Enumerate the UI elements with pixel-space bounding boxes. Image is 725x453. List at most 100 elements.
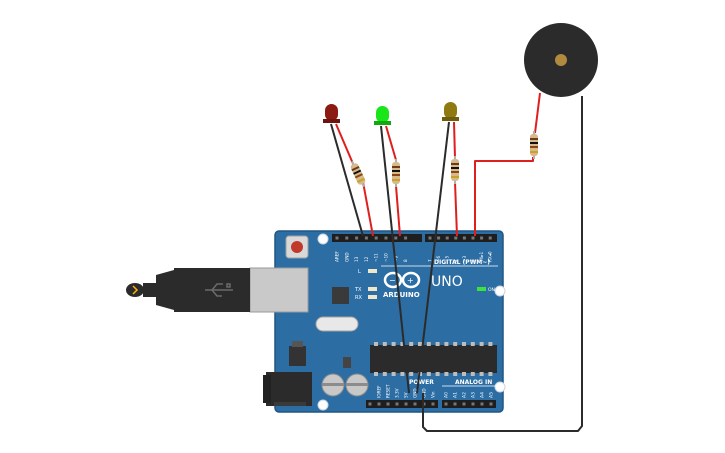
header-pin[interactable] — [368, 402, 372, 406]
led-yellow[interactable] — [442, 102, 459, 121]
header-pin[interactable] — [462, 236, 466, 240]
ic-pin — [479, 372, 484, 376]
svg-text:+: + — [407, 276, 414, 285]
header-pin[interactable] — [355, 236, 359, 240]
wire-red-resistor1-pin[interactable] — [362, 181, 374, 237]
header-pin[interactable] — [404, 236, 408, 240]
wires — [330, 92, 583, 432]
ic-pin — [479, 342, 484, 346]
header-pin[interactable] — [374, 236, 378, 240]
ic-pin — [488, 342, 493, 346]
wire-red-buzzer-resistor[interactable] — [534, 92, 541, 134]
dc-power-jack[interactable] — [263, 372, 312, 406]
header-pin[interactable] — [480, 402, 484, 406]
header-pin[interactable] — [428, 236, 432, 240]
led-green[interactable] — [374, 106, 391, 125]
pin-label: A1 — [453, 392, 459, 398]
ic-pin — [409, 342, 414, 346]
voltage-regulator — [289, 346, 306, 366]
ic-pin — [426, 342, 431, 346]
resistor[interactable] — [392, 159, 400, 187]
digital-header-label: DIGITAL (PWM~) — [434, 259, 490, 266]
wire-black-yellow-led[interactable] — [416, 121, 450, 394]
power-pin-header[interactable] — [366, 400, 438, 408]
mounting-hole — [317, 399, 329, 411]
pin-label: AREF — [335, 251, 340, 262]
ic-pin — [409, 372, 414, 376]
header-pin[interactable] — [471, 236, 475, 240]
wire-red-led3-resistor[interactable] — [453, 121, 456, 159]
header-pin[interactable] — [471, 402, 475, 406]
board-logo-text: ARDUINO — [383, 291, 420, 299]
header-pin[interactable] — [488, 236, 492, 240]
led-red[interactable] — [323, 104, 340, 123]
reset-button[interactable] — [285, 235, 309, 259]
wire-red-resistor2-pin[interactable] — [395, 185, 401, 237]
header-pin[interactable] — [364, 236, 368, 240]
header-pin[interactable] — [480, 236, 484, 240]
pin-label: A0 — [444, 392, 450, 398]
pin-label: GND — [344, 252, 349, 262]
resistor[interactable] — [348, 160, 367, 189]
header-pin[interactable] — [431, 402, 435, 406]
header-pin[interactable] — [377, 402, 381, 406]
analog-pin-header[interactable] — [442, 400, 496, 408]
ic-pin — [435, 342, 440, 346]
pin-label: A4 — [480, 392, 486, 398]
resistor[interactable] — [530, 131, 538, 159]
wire-red-led1-resistor[interactable] — [335, 123, 355, 167]
ic-pin — [374, 372, 378, 376]
pin-label: 12 — [364, 256, 369, 262]
arduino-uno-board[interactable]: L TX RX ON − + ARDUINO UNO DIGITAL (PWM~… — [274, 230, 506, 413]
header-pin[interactable] — [384, 236, 388, 240]
wire-black-green-led[interactable] — [380, 125, 410, 394]
header-pin[interactable] — [445, 236, 449, 240]
wire-black-buzzer[interactable] — [422, 96, 583, 432]
led-l-indicator — [368, 269, 377, 273]
resistor[interactable] — [451, 156, 459, 184]
led-tx-label: TX — [354, 287, 362, 293]
header-pin[interactable] — [394, 236, 398, 240]
pin-label: 8 — [403, 259, 408, 262]
digital-pin-header[interactable] — [332, 234, 497, 242]
pin-label: 5V — [404, 392, 409, 398]
pin-label: ~10 — [384, 253, 389, 262]
wire-black-red-led[interactable] — [330, 123, 364, 237]
header-block — [425, 234, 497, 242]
led-rx-label: RX — [355, 295, 362, 301]
ic-pin — [470, 372, 475, 376]
pin-label: RESET — [386, 384, 391, 398]
header-pin[interactable] — [413, 402, 417, 406]
ic-pin — [453, 372, 458, 376]
pin-label: RX◂0 — [488, 251, 493, 262]
header-pin[interactable] — [453, 402, 457, 406]
header-pin[interactable] — [444, 402, 448, 406]
pin-label: 4 — [453, 259, 458, 262]
pin-label: A5 — [489, 392, 495, 398]
header-pin[interactable] — [437, 236, 441, 240]
wire-red-resistor3-pin[interactable] — [454, 181, 458, 237]
ic-pin — [453, 342, 458, 346]
wire-red-resistor4-pin[interactable] — [474, 157, 534, 236]
ic-pin — [462, 372, 466, 376]
header-pin[interactable] — [489, 402, 493, 406]
header-pin[interactable] — [395, 402, 399, 406]
header-pin[interactable] — [386, 402, 390, 406]
on-label: ON — [488, 287, 495, 293]
pin-label: ~6 — [436, 255, 441, 262]
header-pin[interactable] — [345, 236, 349, 240]
pin-label: 3.3V — [395, 388, 400, 398]
header-block — [366, 400, 438, 408]
ic-pin — [382, 342, 387, 346]
wire-red-led2-resistor[interactable] — [385, 125, 397, 161]
header-pin[interactable] — [454, 236, 458, 240]
usb-connector[interactable] — [126, 267, 309, 313]
usb-icon — [205, 283, 233, 297]
header-pin[interactable] — [404, 402, 408, 406]
piezo-buzzer[interactable] — [524, 23, 598, 97]
pin-label: ~11 — [374, 253, 379, 262]
header-pin[interactable] — [335, 236, 339, 240]
capacitor — [345, 373, 369, 397]
header-pin[interactable] — [462, 402, 466, 406]
